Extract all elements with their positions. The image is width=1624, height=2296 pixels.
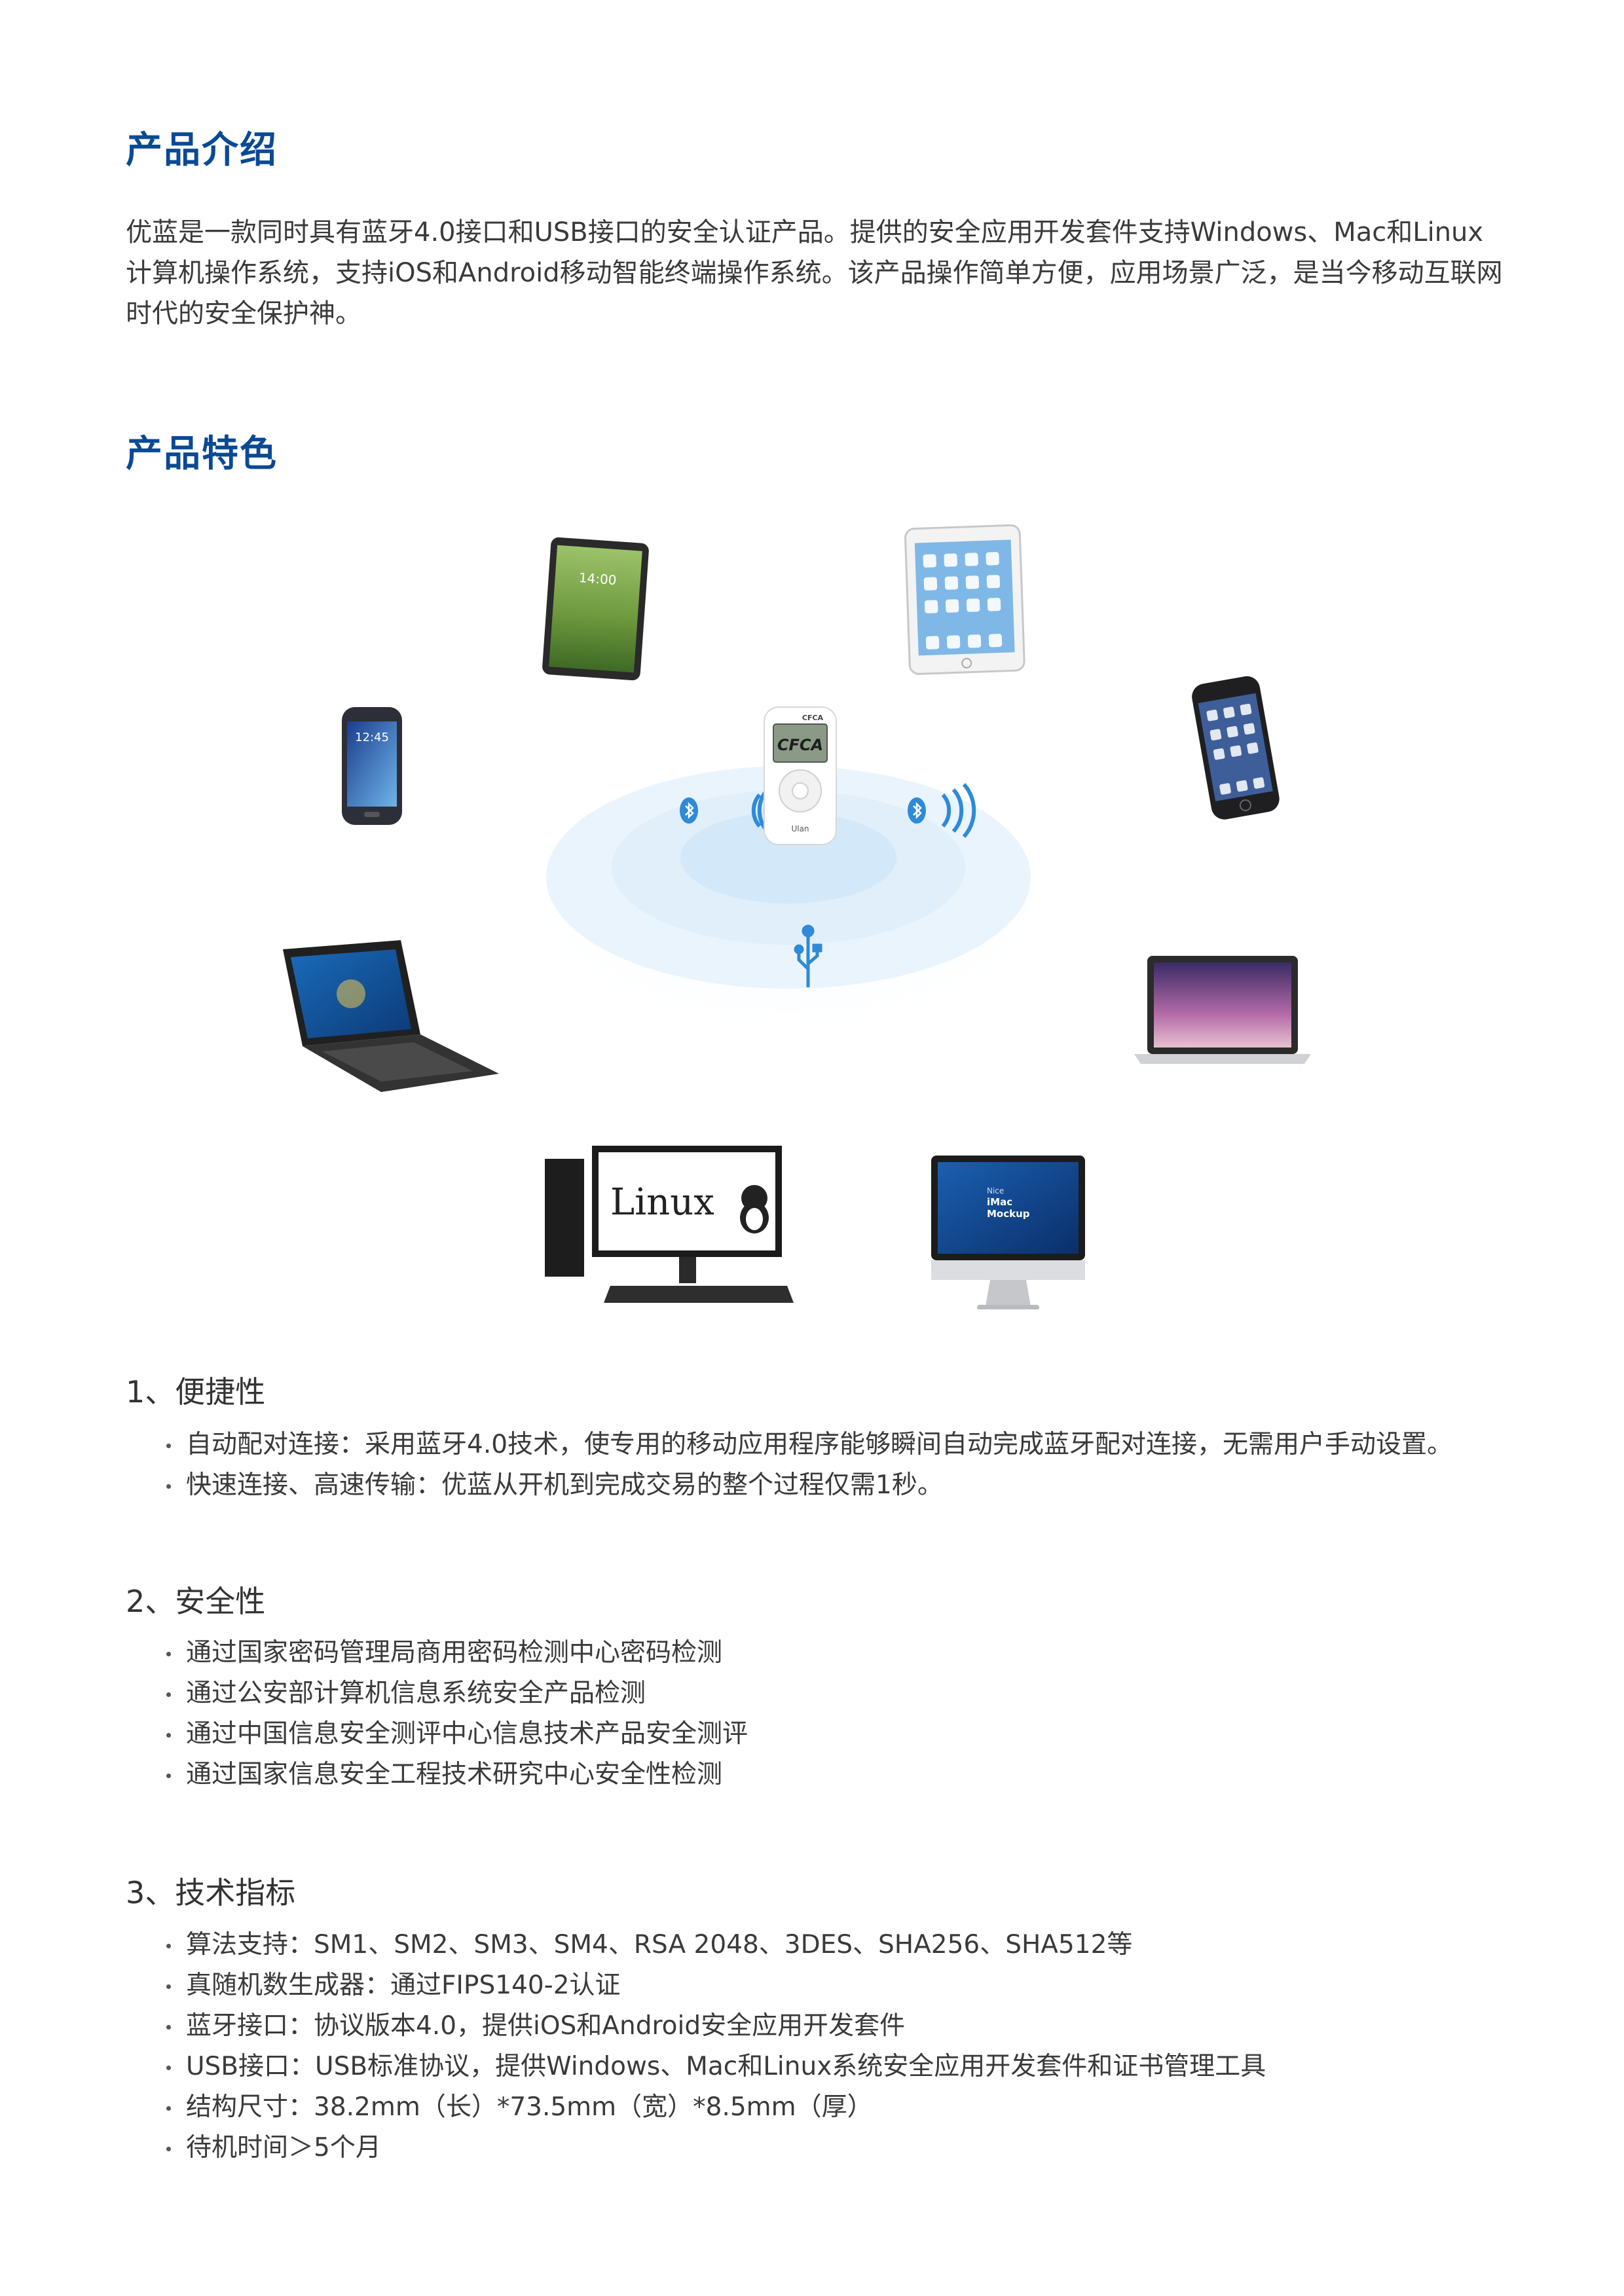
android-tablet: 14:00 bbox=[542, 537, 649, 681]
macbook bbox=[1134, 956, 1311, 1064]
device-screen-text: CFCA bbox=[777, 736, 823, 754]
android-phone: 12:45 bbox=[342, 707, 402, 825]
list-item: 通过国家密码管理局商用密码检测中心密码检测 bbox=[166, 1633, 1502, 1673]
diagram-canvas: CFCA CFCA Ulan 14:00 bbox=[283, 524, 1311, 1309]
list-item: 结构尺寸：38.2mm（长）*73.5mm（宽）*8.5mm（厚） bbox=[166, 2087, 1502, 2128]
tablet-time: 14:00 bbox=[578, 570, 617, 588]
imac: Nice iMac Mockup bbox=[931, 1156, 1085, 1309]
bluetooth-icon bbox=[680, 797, 698, 824]
ipad bbox=[904, 524, 1025, 675]
features-title: 产品特色 bbox=[126, 433, 278, 475]
ulan-device: CFCA CFCA Ulan bbox=[764, 706, 837, 845]
section-security-title: 2、安全性 bbox=[126, 1584, 266, 1619]
list-item: 算法支持：SM1、SM2、SM3、SM4、RSA 2048、3DES、SHA25… bbox=[166, 1925, 1502, 1965]
imac-line1: Nice bbox=[987, 1186, 1004, 1195]
linux-logo-text: Linux bbox=[610, 1181, 714, 1224]
windows-laptop bbox=[283, 940, 499, 1092]
section-specs-title: 3、技术指标 bbox=[126, 1875, 296, 1910]
usb-icon bbox=[794, 924, 822, 987]
imac-line3: Mockup bbox=[987, 1208, 1030, 1220]
list-item: 通过国家信息安全工程技术研究中心安全性检测 bbox=[166, 1755, 1502, 1795]
device-brand: CFCA bbox=[802, 714, 824, 722]
list-item: 待机时间＞5个月 bbox=[166, 2128, 1502, 2168]
list-item: USB接口：USB标准协议，提供Windows、Mac和Linux系统安全应用开… bbox=[166, 2047, 1502, 2087]
list-item: 自动配对连接：采用蓝牙4.0技术，使专用的移动应用程序能够瞬间自动完成蓝牙配对连… bbox=[166, 1425, 1502, 1465]
signal-halo bbox=[513, 756, 1063, 1031]
device-label: Ulan bbox=[791, 824, 809, 833]
list-item: 蓝牙接口：协议版本4.0，提供iOS和Android安全应用开发套件 bbox=[166, 2006, 1502, 2047]
imac-line2: iMac bbox=[987, 1196, 1012, 1208]
section-convenience-title: 1、便捷性 bbox=[126, 1374, 266, 1410]
phone-time: 12:45 bbox=[355, 731, 389, 744]
list-item: 快速连接、高速传输：优蓝从开机到完成交易的整个过程仅需1秒。 bbox=[166, 1465, 1502, 1506]
list-item: 通过中国信息安全测评中心信息技术产品安全测评 bbox=[166, 1714, 1502, 1755]
list-item: 通过公安部计算机信息系统安全产品检测 bbox=[166, 1673, 1502, 1714]
iphone bbox=[1192, 676, 1280, 820]
intro-title: 产品介绍 bbox=[126, 129, 278, 172]
specs-list: 算法支持：SM1、SM2、SM3、SM4、RSA 2048、3DES、SHA25… bbox=[166, 1925, 1502, 2168]
bluetooth-right bbox=[908, 783, 976, 838]
product-diagram: CFCA CFCA Ulan 14:00 bbox=[126, 511, 1507, 1309]
security-list: 通过国家密码管理局商用密码检测中心密码检测 通过公安部计算机信息系统安全产品检测… bbox=[166, 1633, 1502, 1795]
linux-desktop: Linux bbox=[545, 1146, 794, 1303]
convenience-list: 自动配对连接：采用蓝牙4.0技术，使专用的移动应用程序能够瞬间自动完成蓝牙配对连… bbox=[166, 1425, 1502, 1506]
intro-body: 优蓝是一款同时具有蓝牙4.0接口和USB接口的安全认证产品。提供的安全应用开发套… bbox=[126, 217, 1503, 329]
bluetooth-icon bbox=[908, 797, 926, 824]
list-item: 真随机数生成器：通过FIPS140-2认证 bbox=[166, 1965, 1502, 2006]
